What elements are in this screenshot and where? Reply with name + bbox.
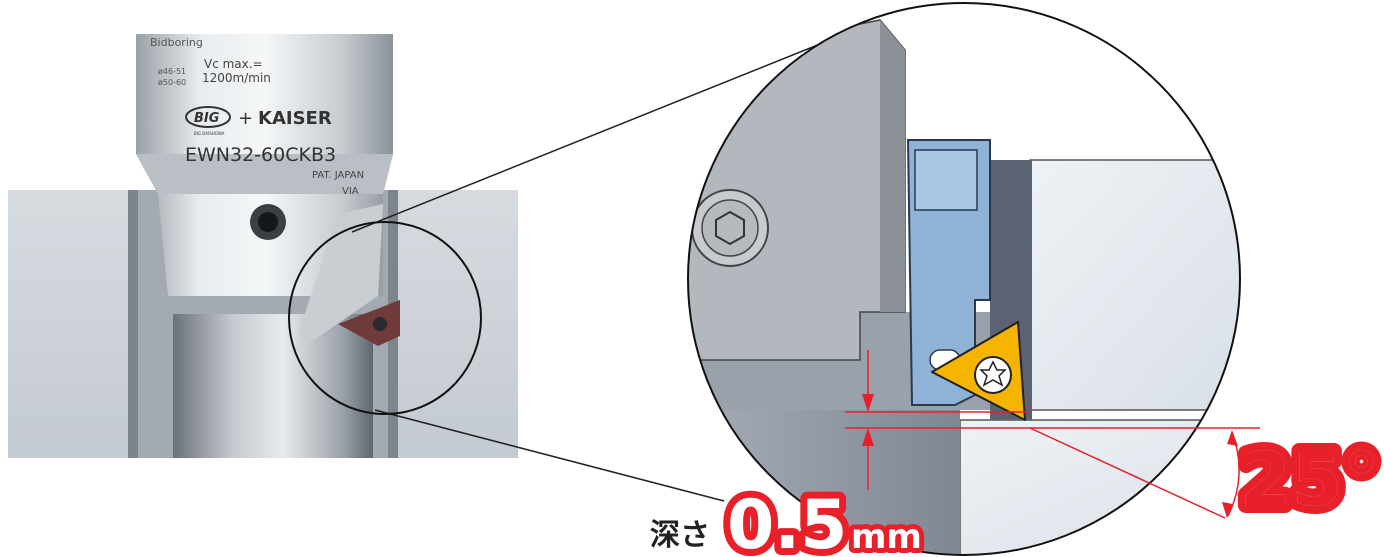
logo-daishowa: BIG DAISHOWA [194,131,225,136]
zoom-source-circle [288,221,482,415]
magnifier-line-bottom [374,409,725,502]
model-number: EWN32-60CKB3 [185,144,336,166]
depth-value: 0.5 [727,486,847,557]
depth-unit: mm [851,517,922,557]
spec-vc: Vc max.= [204,57,263,71]
cutting-insert [338,300,400,346]
patent-text: PAT. JAPAN [312,170,364,181]
logo-kaiser: KAISER [258,108,332,129]
workpiece-face [1029,159,1240,411]
angle-label-fill: 25° [1240,437,1380,523]
depth-arrow-up [862,428,874,446]
tool-body-detail [688,19,906,361]
brand-text: Bidboring [150,36,203,49]
angle-line [1029,427,1226,519]
depth-arrow-down [862,394,874,412]
depth-prefix: 深さ [650,518,710,553]
logo-plus: + [238,108,253,129]
big-logo-icon [185,106,231,128]
magnifier-line-top [351,35,841,233]
angle-label: 25° [1240,437,1380,523]
zoom-detail-circle [687,2,1241,556]
tool-shank [173,314,373,458]
spec-speed: 1200m/min [202,71,271,85]
range-1: ø46-51 [158,67,186,76]
logo-big: BIG [194,111,220,126]
via-text: VIA [342,186,359,197]
range-2: ø50-60 [158,78,186,87]
